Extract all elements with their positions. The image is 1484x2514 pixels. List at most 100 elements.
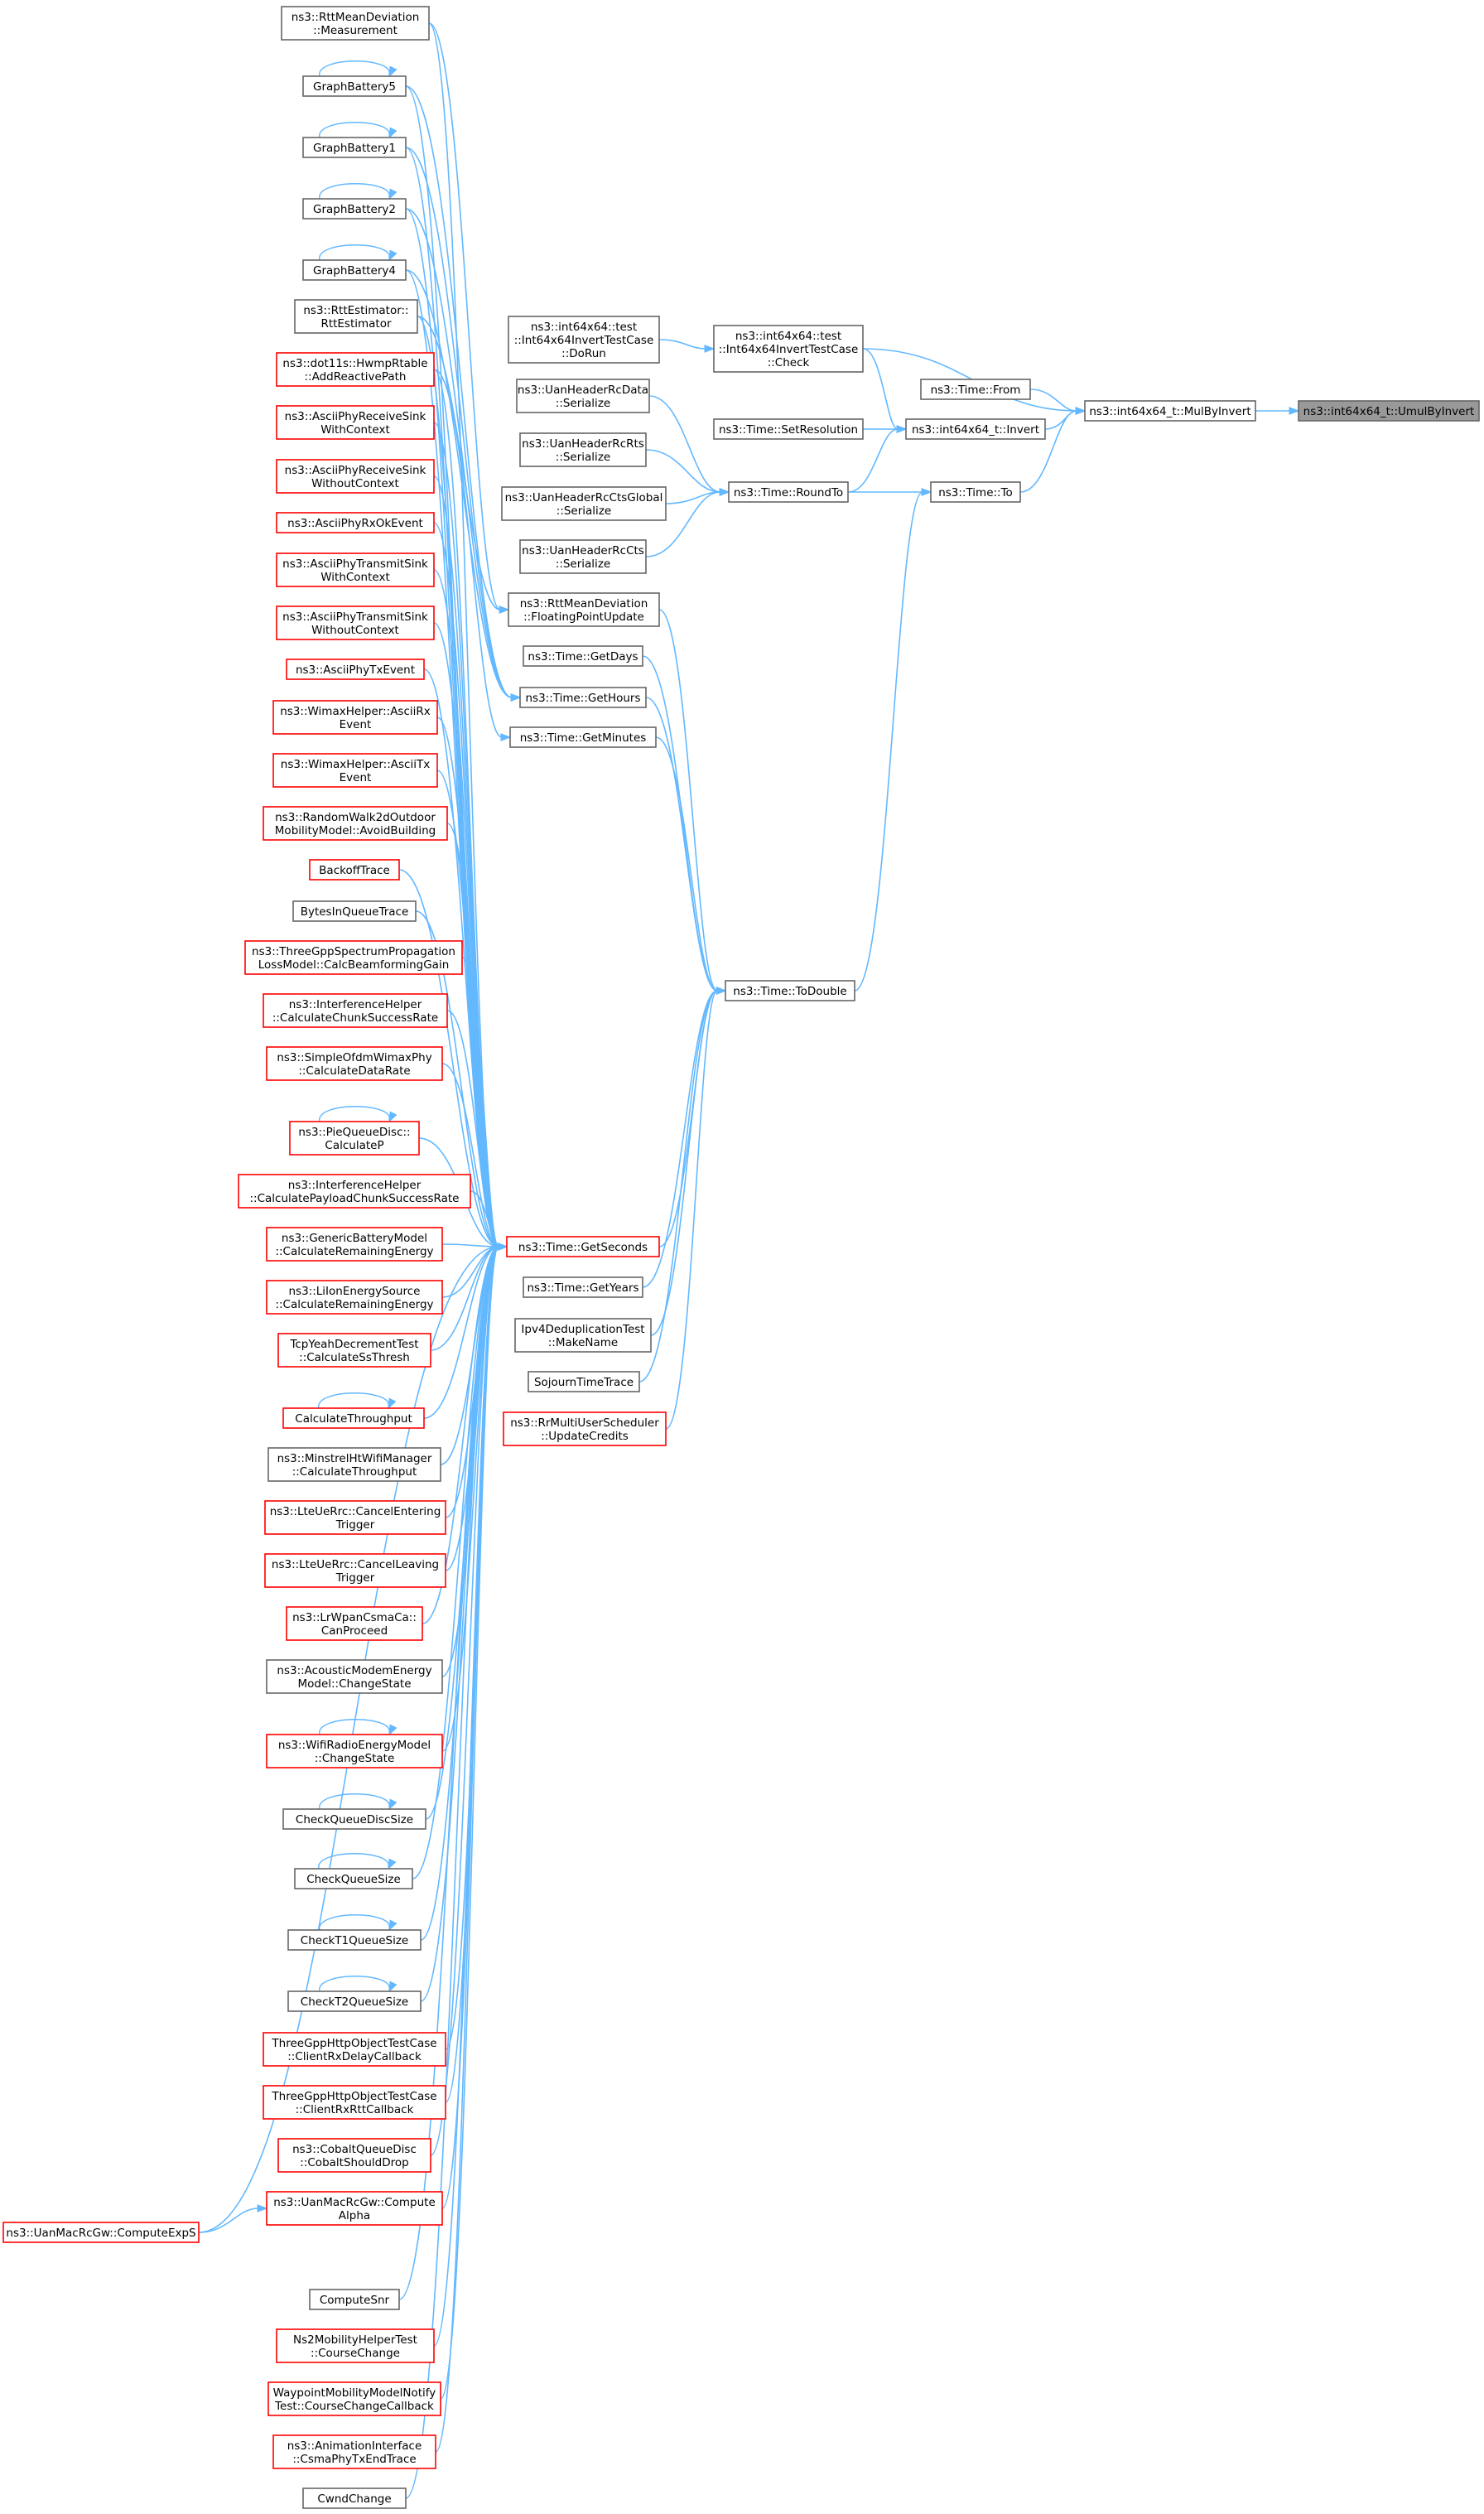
- function-node[interactable]: GraphBattery5: [302, 75, 407, 97]
- arrowhead-icon: [388, 1858, 397, 1870]
- function-node[interactable]: TcpYeahDecrementTest::CalculateSsThresh: [277, 1333, 431, 1368]
- edge-line: [428, 22, 499, 1247]
- call-edge: [319, 60, 398, 78]
- function-node[interactable]: ns3::dot11s::HwmpRtable::AddReactivePath: [276, 352, 435, 387]
- function-node[interactable]: ThreeGppHttpObjectTestCase::ClientRxRttC…: [263, 2085, 446, 2120]
- function-node[interactable]: ns3::Time::SetResolution: [713, 418, 864, 440]
- node-label: ns3::RttEstimator::: [303, 304, 408, 317]
- function-node[interactable]: ns3::Time::GetSeconds: [506, 1236, 660, 1257]
- function-node[interactable]: BackoffTrace: [309, 859, 400, 881]
- node-label: ns3::int64x64_t::UmulByInvert: [1303, 405, 1475, 418]
- function-node[interactable]: ns3::UanMacRcGw::ComputeExpS: [2, 2222, 200, 2243]
- function-node[interactable]: ns3::Time::To: [930, 481, 1021, 503]
- arrowhead-icon: [497, 1243, 508, 1251]
- node-label: RttEstimator: [320, 317, 392, 331]
- node-label: WithoutContext: [311, 477, 399, 490]
- function-node[interactable]: GraphBattery1: [302, 137, 407, 158]
- edge-line: [423, 1246, 499, 1419]
- function-node[interactable]: ns3::UanHeaderRcData::Serialize: [516, 379, 650, 413]
- function-node[interactable]: ns3::Time::GetMinutes: [509, 726, 657, 748]
- function-node[interactable]: ns3::Time::From: [920, 379, 1031, 400]
- node-box: [519, 432, 647, 467]
- function-node[interactable]: ns3::RttEstimator::RttEstimator: [294, 299, 418, 334]
- function-node[interactable]: Ipv4DeduplicationTest::MakeName: [514, 1318, 652, 1353]
- function-node[interactable]: ns3::UanHeaderRcCtsGlobal::Serialize: [501, 486, 667, 521]
- function-node[interactable]: ns3::PieQueueDisc::CalculateP: [289, 1121, 420, 1156]
- function-node[interactable]: ns3::RandomWalk2dOutdoorMobilityModel::A…: [263, 806, 448, 841]
- node-label: ns3::int64x64::test: [531, 321, 637, 334]
- function-node[interactable]: ns3::AsciiPhyTxEvent: [286, 659, 425, 680]
- function-node[interactable]: CwndChange: [302, 2487, 407, 2509]
- function-node[interactable]: ns3::int64x64_t::UmulByInvert: [1298, 400, 1480, 422]
- function-node[interactable]: ns3::MinstrelHtWifiManager::CalculateThr…: [267, 1447, 441, 1482]
- function-node[interactable]: ns3::AcousticModemEnergyModel::ChangeSta…: [266, 1659, 443, 1694]
- function-node[interactable]: ns3::WifiRadioEnergyModel::ChangeState: [266, 1734, 443, 1768]
- node-box: [503, 1411, 667, 1446]
- function-node[interactable]: CheckQueueSize: [294, 1868, 413, 1889]
- function-node[interactable]: GraphBattery4: [302, 259, 407, 281]
- function-node[interactable]: ns3::Time::GetDays: [523, 645, 643, 667]
- function-node[interactable]: ns3::SimpleOfdmWimaxPhy::CalculateDataRa…: [266, 1046, 443, 1081]
- self-call-loop: [319, 122, 390, 138]
- function-node[interactable]: ns3::LrWpanCsmaCa::CanProceed: [286, 1606, 423, 1641]
- node-label: CalculateP: [325, 1139, 383, 1152]
- function-node[interactable]: ns3::int64x64_t::Invert: [905, 418, 1046, 440]
- function-node[interactable]: Ns2MobilityHelperTest::CourseChange: [276, 2328, 435, 2363]
- function-node[interactable]: CheckQueueDiscSize: [282, 1808, 426, 1830]
- node-label: WithContext: [320, 423, 390, 437]
- call-edge: [435, 1243, 508, 2453]
- function-node[interactable]: ns3::int64x64::test::Int64x64InvertTestC…: [713, 325, 864, 373]
- edge-line: [665, 990, 718, 1430]
- function-node[interactable]: BytesInQueueTrace: [292, 900, 417, 922]
- function-node[interactable]: ns3::UanHeaderRcCts::Serialize: [519, 539, 647, 574]
- self-call-loop: [319, 244, 390, 261]
- node-box: [294, 1868, 413, 1889]
- function-node[interactable]: ns3::InterferenceHelper::CalculatePayloa…: [238, 1174, 471, 1209]
- function-node[interactable]: SojournTimeTrace: [528, 1371, 640, 1392]
- edge-line: [405, 1246, 499, 2499]
- function-node[interactable]: ComputeSnr: [309, 2289, 400, 2310]
- node-box: [302, 198, 407, 220]
- edge-line: [658, 609, 718, 992]
- function-node[interactable]: ns3::RttMeanDeviation::Measurement: [281, 6, 430, 41]
- function-node[interactable]: ns3::GenericBatteryModel::CalculateRemai…: [266, 1227, 443, 1262]
- function-node[interactable]: ns3::int64x64::test::Int64x64InvertTestC…: [508, 316, 660, 364]
- function-node[interactable]: CheckT2QueueSize: [287, 1990, 422, 2012]
- function-node[interactable]: ns3::Time::ToDouble: [725, 980, 855, 1001]
- function-node[interactable]: WaypointMobilityModelNotifyTest::CourseC…: [267, 2381, 441, 2416]
- function-node[interactable]: ns3::LiIonEnergySource::CalculateRemaini…: [266, 1280, 443, 1315]
- function-node[interactable]: CheckT1QueueSize: [287, 1929, 422, 1951]
- function-node[interactable]: ns3::RttMeanDeviation::FloatingPointUpda…: [508, 592, 660, 627]
- arrowhead-icon: [719, 488, 730, 496]
- function-node[interactable]: ns3::Time::RoundTo: [728, 481, 849, 503]
- function-node[interactable]: ns3::CobaltQueueDisc::CobaltShouldDrop: [277, 2138, 431, 2173]
- function-node[interactable]: ns3::UanHeaderRcRts::Serialize: [519, 432, 647, 467]
- function-node[interactable]: ns3::AsciiPhyRxOkEvent: [276, 512, 435, 533]
- function-node[interactable]: ns3::Time::GetHours: [519, 687, 647, 708]
- function-node[interactable]: CalculateThroughput: [282, 1407, 425, 1429]
- edge-line: [854, 491, 923, 992]
- arrowhead-icon: [896, 425, 908, 433]
- function-node[interactable]: ns3::Time::GetYears: [523, 1276, 643, 1298]
- function-node[interactable]: ns3::AnimationInterface::CsmaPhyTxEndTra…: [272, 2434, 436, 2469]
- function-node[interactable]: ns3::RrMultiUserScheduler::UpdateCredits: [503, 1411, 667, 1446]
- function-node[interactable]: ThreeGppHttpObjectTestCase::ClientRxDela…: [263, 2032, 446, 2067]
- node-label: ns3::UanHeaderRcCtsGlobal: [505, 491, 663, 504]
- call-edge: [319, 244, 398, 262]
- function-node[interactable]: ns3::int64x64_t::MulByInvert: [1084, 400, 1256, 422]
- function-node[interactable]: ns3::InterferenceHelper::CalculateChunkS…: [263, 993, 448, 1028]
- function-node[interactable]: GraphBattery2: [302, 198, 407, 220]
- node-label: ns3::AsciiPhyRxOkEvent: [287, 517, 423, 530]
- node-box: [276, 405, 435, 440]
- function-node[interactable]: ns3::ThreeGppSpectrumPropagationLossMode…: [244, 940, 463, 975]
